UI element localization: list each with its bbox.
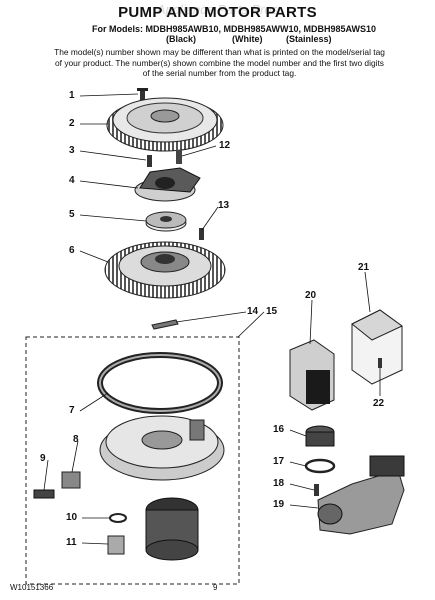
footer-doc-number: W10151366: [10, 583, 54, 592]
variant-white: (White): [232, 34, 263, 44]
callout-7: 7: [69, 405, 75, 416]
part-10-o-ring: [109, 513, 127, 523]
callout-4: 4: [69, 175, 75, 186]
part-11-fitting: [107, 535, 125, 555]
callout-1: 1: [69, 90, 75, 101]
models-line: For Models: MDBH985AWB10, MDBH985AWW10, …: [92, 24, 377, 34]
callout-13: 13: [218, 200, 230, 211]
pump-motor: [145, 497, 199, 561]
part-6-gear-housing: [104, 241, 226, 299]
callout-12: 12: [219, 140, 231, 151]
callout-3: 3: [69, 145, 75, 156]
part-12-stud: [176, 150, 182, 164]
callout-5: 5: [69, 209, 75, 220]
part-2-cover: [106, 97, 224, 152]
part-21-bracket: [351, 309, 403, 385]
part-22-screw: [378, 358, 382, 368]
part-18-screw: [314, 484, 319, 496]
part-13-screw: [199, 228, 204, 240]
callout-20: 20: [305, 290, 317, 301]
callout-15: 15: [266, 306, 278, 317]
part-8-bracket: [61, 471, 81, 489]
callout-22: 22: [373, 398, 385, 409]
callout-6: 6: [69, 245, 75, 256]
variant-stainless: (Stainless): [286, 34, 332, 44]
part-4-housing: [134, 167, 201, 202]
callout-10: 10: [66, 512, 78, 523]
callout-21: 21: [358, 262, 370, 273]
callout-16: 16: [273, 424, 285, 435]
callout-9: 9: [40, 453, 46, 464]
part-9-valve: [33, 489, 55, 499]
watermark: Appliance Parts Pros: [156, 2, 279, 17]
callout-8: 8: [73, 434, 79, 445]
callout-18: 18: [273, 478, 285, 489]
callout-17: 17: [273, 456, 285, 467]
part-15-kit-outline: [25, 336, 240, 585]
leader-lines: [43, 93, 381, 545]
part-14-clip: [151, 319, 179, 330]
page-title: PUMP AND MOTOR PARTS: [118, 4, 317, 21]
pump-base: [99, 415, 225, 481]
callout-19: 19: [273, 499, 285, 510]
part-17-o-ring: [304, 458, 336, 474]
part-20-cover: [289, 339, 335, 411]
variant-black: (Black): [166, 34, 197, 44]
part-7-seal-ring: [97, 352, 223, 414]
callout-14: 14: [247, 306, 259, 317]
part-19-drain-pump: [317, 455, 405, 535]
callout-2: 2: [69, 118, 75, 129]
callout-11: 11: [66, 537, 77, 548]
part-3-screw: [147, 155, 152, 167]
footer-page-number: 9: [213, 583, 218, 592]
part-1-screw: [137, 88, 148, 100]
part-16-cap: [305, 425, 335, 447]
model-note: The model(s) number shown may be differe…: [54, 47, 385, 78]
part-5-impeller: [145, 211, 187, 232]
